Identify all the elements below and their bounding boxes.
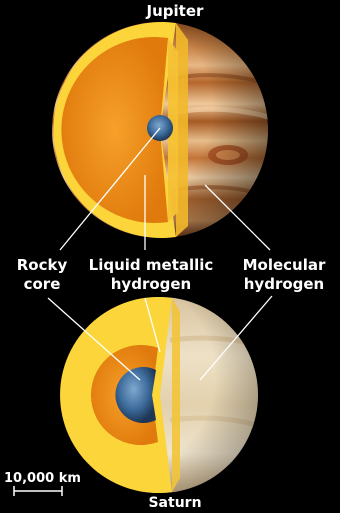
rocky-core-label-line1: Rocky bbox=[2, 256, 82, 274]
jupiter-sphere bbox=[52, 22, 272, 238]
molecular-hydrogen-label-line2: hydrogen bbox=[230, 275, 338, 293]
metallic-hydrogen-label-line1: Liquid metallic bbox=[82, 256, 220, 274]
saturn-title: Saturn bbox=[120, 494, 230, 512]
molecular-hydrogen-label-line1: Molecular bbox=[230, 256, 338, 274]
scale-label: 10,000 km bbox=[4, 470, 94, 488]
jupiter-title: Jupiter bbox=[120, 2, 230, 20]
metallic-hydrogen-label-line2: hydrogen bbox=[82, 275, 220, 293]
saturn-sphere bbox=[60, 297, 262, 493]
rocky-core-label-line2: core bbox=[2, 275, 82, 293]
